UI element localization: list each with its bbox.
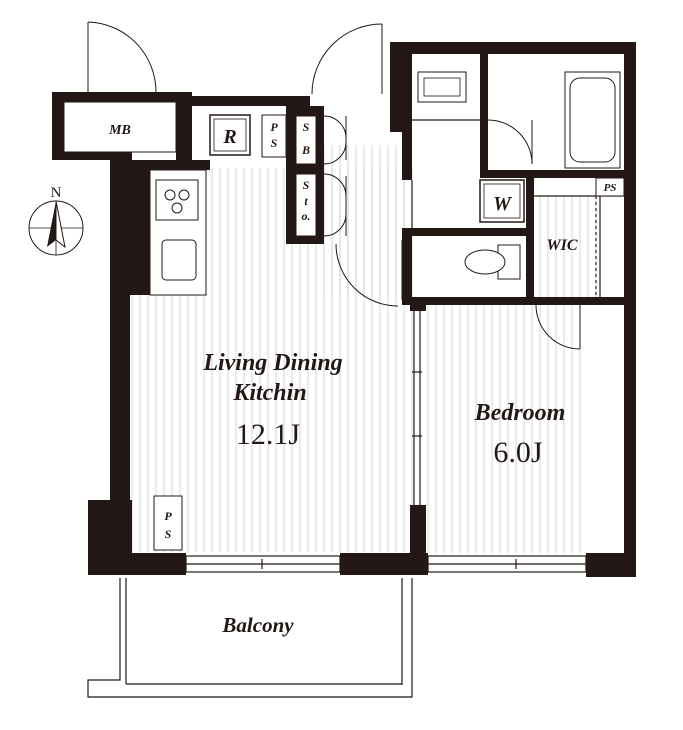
ps-entry-box bbox=[261, 114, 287, 158]
toilet bbox=[464, 244, 521, 280]
walls bbox=[52, 42, 636, 577]
ps-entry-label-s: S bbox=[271, 136, 278, 150]
svg-text:P: P bbox=[164, 509, 172, 523]
entrance-door bbox=[87, 21, 157, 93]
svg-text:S: S bbox=[303, 120, 310, 134]
bathtub bbox=[564, 71, 621, 169]
north-compass-icon: N bbox=[28, 185, 84, 256]
thin-lines bbox=[87, 119, 624, 698]
svg-text:o.: o. bbox=[302, 209, 311, 223]
ps-wic-box bbox=[595, 177, 625, 197]
sink bbox=[161, 239, 197, 281]
refrigerator-box bbox=[209, 114, 251, 156]
hall-door bbox=[311, 23, 383, 95]
wic-label: WIC bbox=[546, 237, 577, 254]
mb-label: MB bbox=[108, 123, 131, 138]
ps-wic-label: PS bbox=[604, 182, 617, 194]
ps-entry-label-p: P bbox=[270, 120, 278, 134]
sto-box bbox=[295, 173, 317, 237]
balcony-name: Balcony bbox=[221, 613, 294, 637]
sb-box bbox=[295, 115, 317, 165]
bedroom-floor bbox=[426, 303, 586, 553]
washer-label: W bbox=[493, 193, 512, 215]
bedroom-name: Bedroom bbox=[474, 400, 566, 426]
svg-text:B: B bbox=[301, 143, 310, 157]
svg-text:t: t bbox=[304, 194, 308, 208]
ldk-floor-upper bbox=[324, 145, 412, 295]
ldk-door bbox=[335, 240, 403, 307]
bath-doors bbox=[487, 119, 581, 350]
svg-text:S: S bbox=[303, 178, 310, 192]
cabinet-doors bbox=[323, 115, 347, 237]
washer-box bbox=[479, 179, 525, 223]
ldk-area: 12.1J bbox=[236, 418, 301, 451]
stove bbox=[155, 179, 199, 221]
refrigerator-label: R bbox=[222, 126, 236, 148]
compass-north-label: N bbox=[51, 185, 62, 201]
ps-ldk-box bbox=[153, 495, 183, 551]
svg-text:S: S bbox=[165, 527, 172, 541]
washbasin bbox=[417, 71, 467, 103]
mb-box bbox=[63, 101, 177, 153]
ldk-name-line1: Living Dining bbox=[202, 350, 342, 376]
bedroom-area: 6.0J bbox=[493, 436, 543, 469]
ldk-name-line2: Kitchin bbox=[232, 380, 306, 406]
wic-floor bbox=[532, 196, 600, 298]
